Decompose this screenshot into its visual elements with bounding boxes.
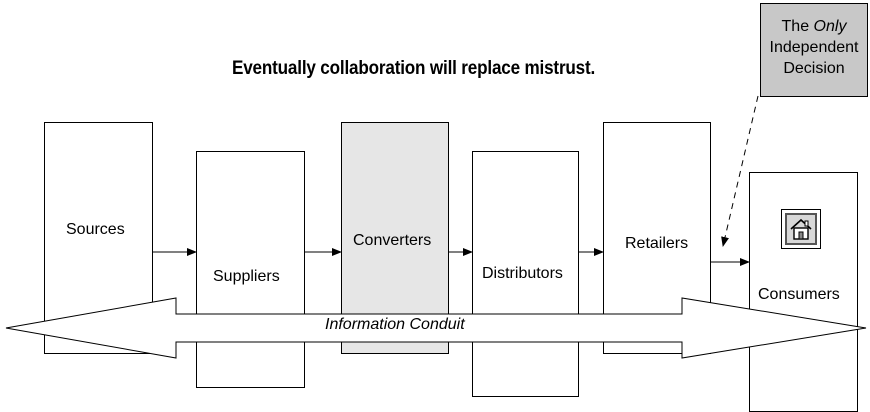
callout-pointer [721, 95, 759, 247]
distributors-box [472, 151, 579, 397]
sources-label: Sources [66, 221, 125, 238]
consumers-label: Consumers [758, 286, 840, 303]
house-icon [781, 209, 821, 249]
callout-line-1: The Only [781, 18, 847, 35]
distributors-label: Distributors [482, 265, 563, 282]
callout-line-3: Decision [783, 60, 845, 77]
suppliers-box [196, 151, 305, 388]
headline: Eventually collaboration will replace mi… [232, 58, 596, 79]
converters-label: Converters [353, 232, 432, 249]
supply-chain-diagram: Sources Suppliers Converters Distributor… [5, 3, 868, 412]
independent-decision-callout: The Only Independent Decision [760, 3, 868, 97]
information-conduit-arrow [5, 297, 867, 359]
callout-line-2: Independent [769, 39, 859, 56]
information-conduit-label: Information Conduit [325, 316, 465, 333]
diagram-lines [5, 95, 867, 359]
suppliers-label: Suppliers [213, 268, 280, 285]
retailers-label: Retailers [625, 235, 689, 252]
